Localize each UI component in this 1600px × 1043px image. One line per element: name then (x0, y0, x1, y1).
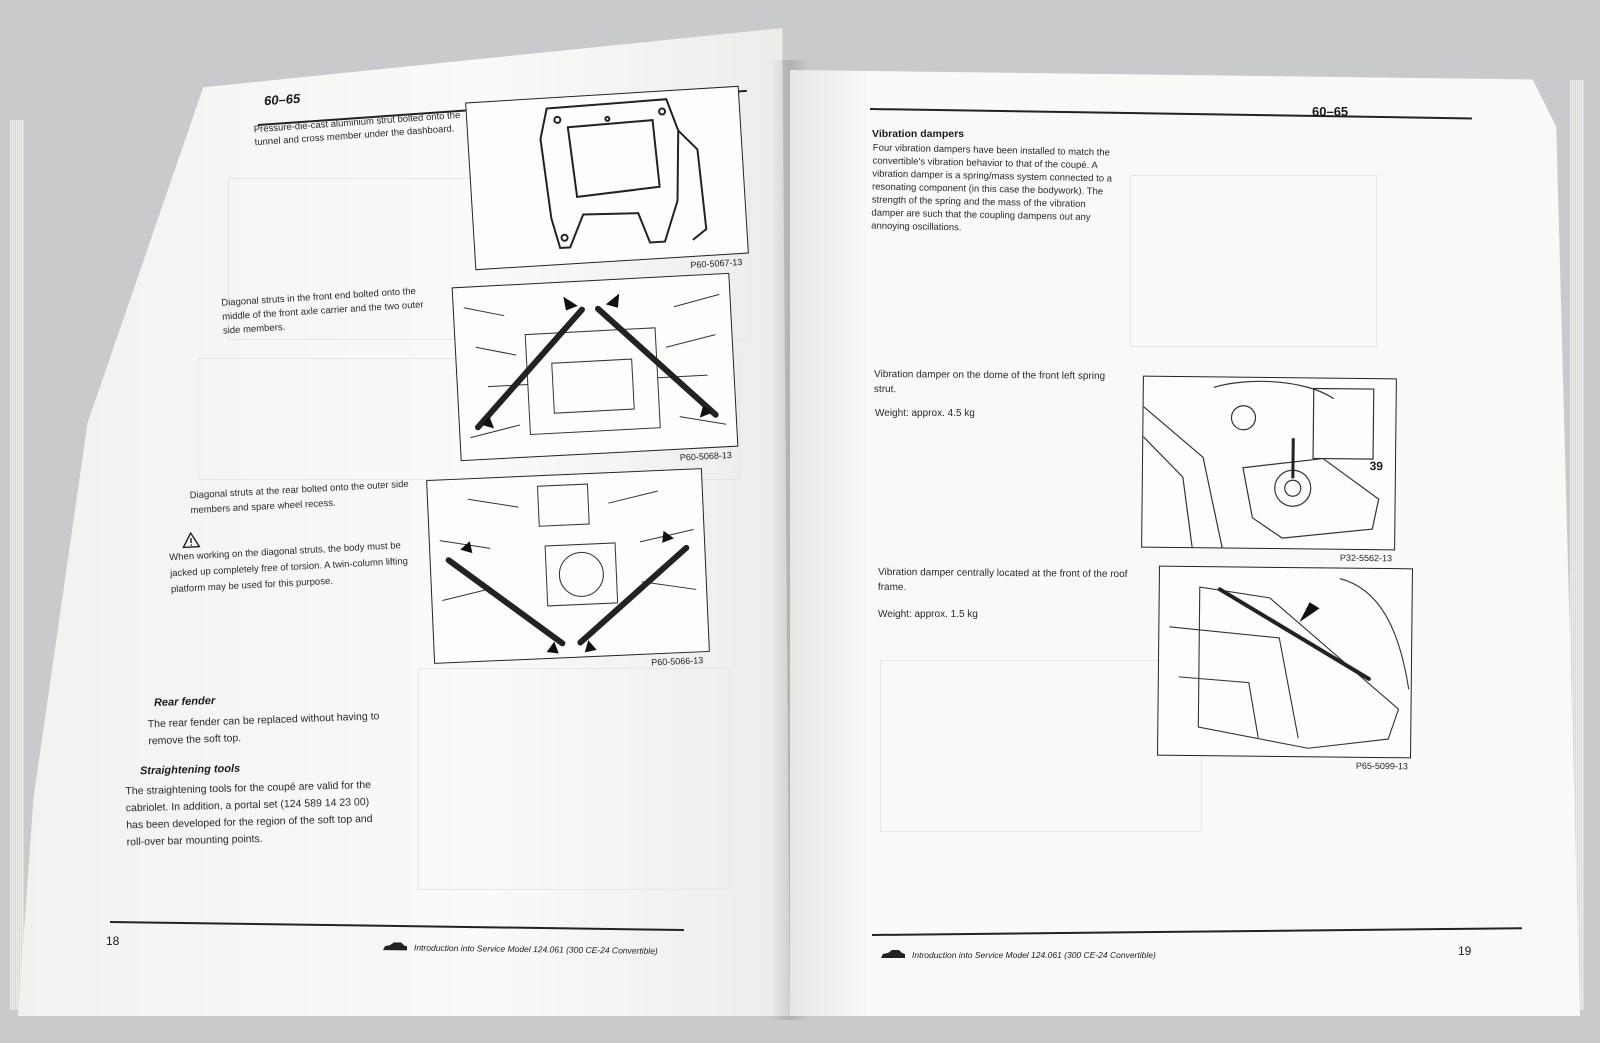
footer: Introduction into Service Model 124.061 … (382, 942, 658, 956)
right-page: 60–65 Vibration dampers Four vibration d… (790, 70, 1580, 1016)
footer-rule (109, 921, 684, 931)
vibration-body: Four vibration dampers have been install… (871, 142, 1113, 234)
warning-text: When working on the diagonal struts, the… (169, 540, 409, 596)
figure-strut: P60-5067-13 (465, 85, 749, 271)
ghost-figure (1130, 175, 1377, 347)
page-number: 18 (106, 934, 120, 948)
warning-triangle-icon (182, 531, 201, 549)
header-rule (869, 108, 1472, 120)
ghost-figure (880, 660, 1202, 832)
caption-rear-struts: Diagonal struts at the rear bolted onto … (189, 478, 409, 517)
front-damper-caption: Vibration damper on the dome of the fron… (873, 368, 1106, 396)
figure-front-damper: 39 P32-5562-13 (1141, 375, 1397, 563)
section-number: 60–65 (1312, 104, 1349, 119)
left-page: 60–65 Pressure-die-cast aluminium strut … (18, 28, 790, 1016)
figure-label: P32-5562-13 (1339, 552, 1393, 564)
strut-drawing-icon (539, 98, 708, 250)
vibration-heading: Vibration dampers (872, 128, 964, 140)
footer: Introduction into Service Model 124.061 … (880, 950, 1156, 960)
straightening-heading: Straightening tools (139, 762, 241, 778)
car-icon (382, 942, 408, 951)
callout-number: 39 (1369, 459, 1384, 474)
rear-fender-heading: Rear fender (153, 694, 216, 710)
figure-label: P65-5099-13 (1355, 760, 1408, 772)
roof-damper-caption: Vibration damper centrally located at th… (877, 566, 1128, 594)
front-damper-drawing-icon (1142, 380, 1380, 548)
caption-strut: Pressure-die-cast aluminium strut bolted… (253, 109, 461, 149)
straightening-body: The straightening tools for the coupé ar… (125, 779, 373, 849)
footer-text: Introduction into Service Model 124.061 … (912, 950, 1156, 960)
rear-fender-body: The rear fender can be replaced without … (147, 710, 380, 748)
roof-damper-drawing-icon (1169, 578, 1410, 749)
footer-text: Introduction into Service Model 124.061 … (413, 942, 658, 956)
ghost-figure (418, 668, 730, 890)
front-struts-drawing-icon (463, 293, 727, 439)
rear-struts-drawing-icon (439, 483, 697, 654)
figure-roof-damper: P65-5099-13 (1157, 565, 1413, 771)
section-number: 60–65 (263, 90, 301, 109)
front-damper-weight: Weight: approx. 4.5 kg (875, 408, 975, 419)
figure-front-struts: P60-5068-13 (451, 272, 739, 463)
roof-damper-weight: Weight: approx. 1.5 kg (878, 609, 978, 620)
footer-rule (871, 927, 1522, 936)
car-icon (881, 950, 905, 958)
figure-label: P60-5066-13 (651, 655, 704, 668)
page-number: 19 (1458, 944, 1472, 958)
figure-rear-struts: P60-5066-13 (426, 468, 710, 668)
page-edges-left (10, 119, 24, 1011)
